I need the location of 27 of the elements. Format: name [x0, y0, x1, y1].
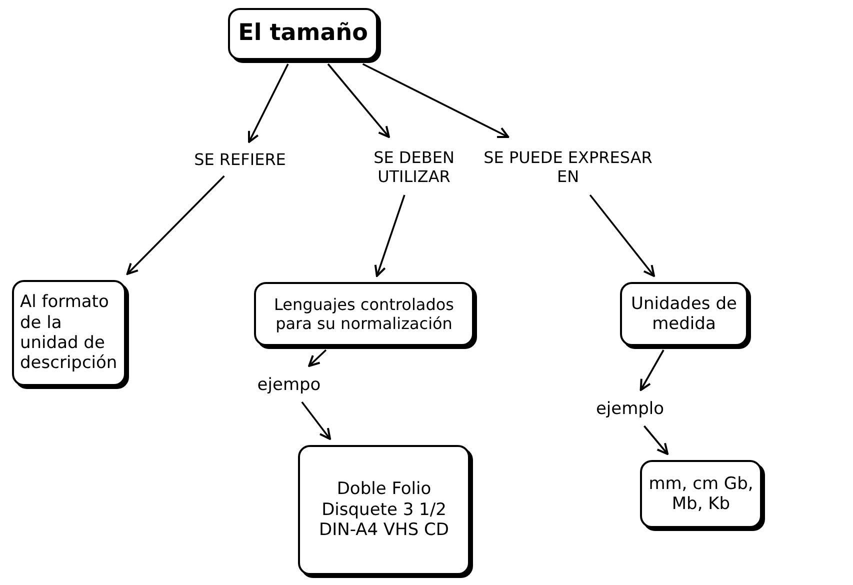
linking-phrase: SE DEBEN UTILIZAR [350, 143, 478, 191]
concept-text: Al formato de la unidad de descripción [20, 292, 118, 374]
concept-text: El tamaño [238, 20, 368, 48]
concept-box [640, 460, 762, 528]
arrow [308, 349, 327, 367]
concept-box [12, 280, 126, 386]
arrow [644, 425, 669, 455]
linking-phrase: ejempo [243, 372, 335, 398]
arrow [327, 63, 390, 138]
concept-text: Lenguajes controlados para su normalización [273, 294, 455, 334]
arrow [301, 401, 332, 440]
linking-phrase: SE PUEDE EXPRESAR EN [480, 143, 656, 191]
concept-box [620, 282, 748, 346]
concept-box [254, 282, 474, 346]
arrow [374, 194, 406, 277]
arrow [248, 64, 289, 143]
linking-phrase: ejemplo [578, 396, 682, 422]
arrow [640, 350, 664, 391]
arrow [362, 63, 510, 138]
concept-text: Doble Folio Disquete 3 1/2 DIN-A4 VHS CD [318, 479, 450, 541]
concept-box [298, 445, 470, 575]
concept-text: mm, cm Gb, Mb, Kb [648, 474, 754, 514]
concept-text: Unidades de medida [630, 294, 738, 334]
linking-phrase: SE REFIERE [165, 148, 315, 172]
arrow [126, 175, 225, 275]
arrow [589, 194, 656, 277]
concept-box [228, 8, 378, 60]
